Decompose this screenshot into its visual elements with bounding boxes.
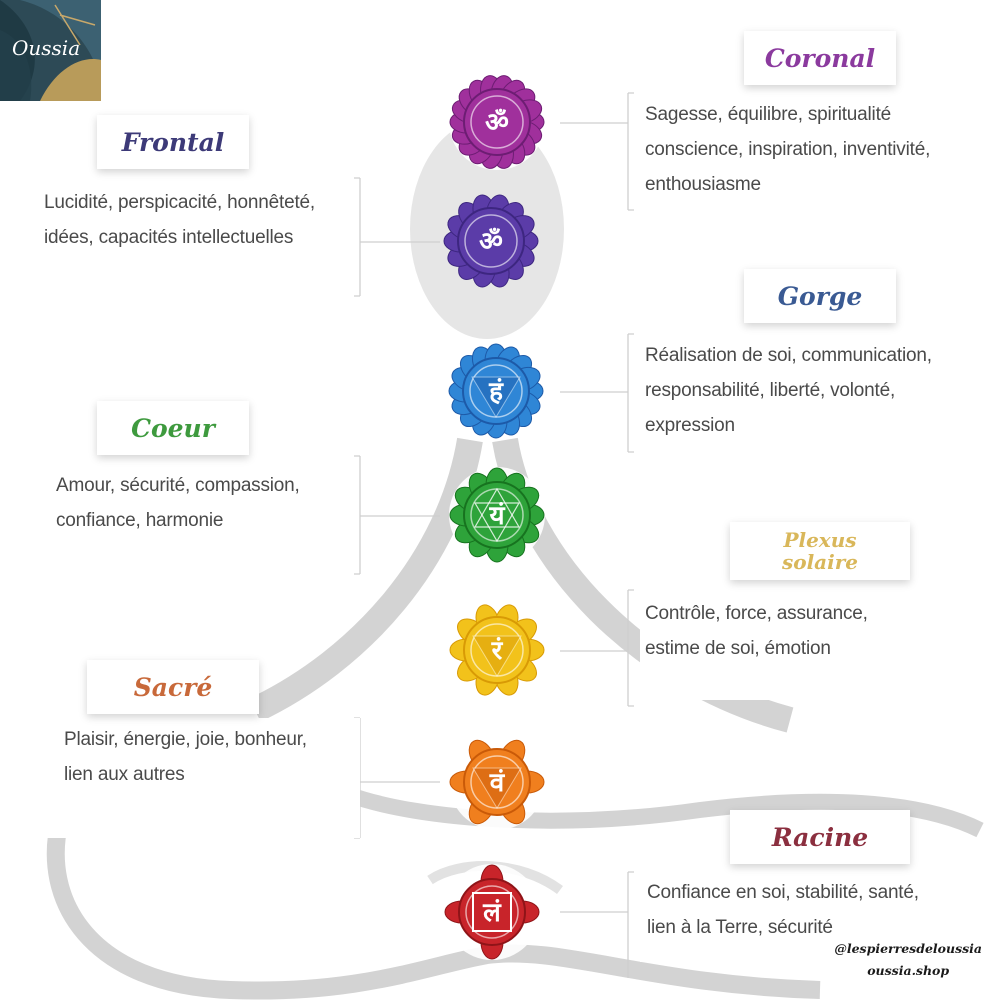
chakra-symbol: ॐ <box>485 108 509 138</box>
desc-line: Amour, sécurité, compassion, <box>56 475 300 496</box>
chakra-gorge-icon: हं <box>448 343 544 439</box>
title-plexus: Plexus solaire <box>730 522 910 580</box>
desc-frontal: Lucidité, perspicacité, honnêteté, idées… <box>44 185 315 255</box>
title-text: Racine <box>771 822 869 852</box>
title-text: Sacré <box>133 672 213 702</box>
title-sacre: Sacré <box>87 660 259 714</box>
desc-panel-plexus <box>640 590 990 700</box>
connectors <box>354 92 634 978</box>
chakra-symbol: लं <box>482 898 502 928</box>
desc-racine: Confiance en soi, stabilité, santé, lien… <box>647 875 919 945</box>
instagram-handle: @lespierresdeloussia <box>834 941 982 956</box>
chakra-symbol: रं <box>491 636 504 666</box>
chakra-frontal-icon: ॐ <box>443 194 539 288</box>
logo-art <box>0 0 101 101</box>
lap-curve <box>347 787 984 838</box>
title-text: Plexus solaire <box>781 528 858 574</box>
desc-line: confiance, harmonie <box>56 510 224 531</box>
desc-line: expression <box>645 415 735 436</box>
desc-coeur: Amour, sécurité, compassion, confiance, … <box>56 468 300 538</box>
brand-logo: Oussia <box>0 0 101 101</box>
website-url: oussia.shop <box>867 963 950 978</box>
title-gorge: Gorge <box>744 269 896 323</box>
desc-line: lien à la Terre, sécurité <box>647 917 833 938</box>
chakra-racine-icon: लं <box>444 864 540 960</box>
desc-line: conscience, inspiration, inventivité, <box>645 139 931 160</box>
desc-line: estime de soi, émotion <box>645 638 831 659</box>
chakra-symbol: वं <box>489 768 506 798</box>
brand-name: Oussia <box>12 36 81 60</box>
desc-plexus: Contrôle, force, assurance, estime de so… <box>645 596 868 666</box>
desc-line: Plaisir, énergie, joie, bonheur, <box>64 729 307 750</box>
desc-line: lien aux autres <box>64 764 185 785</box>
title-coeur: Coeur <box>97 401 249 455</box>
desc-sacre: Plaisir, énergie, joie, bonheur, lien au… <box>64 722 307 792</box>
desc-line: Confiance en soi, stabilité, santé, <box>647 882 919 903</box>
desc-panel-sacre <box>0 718 360 838</box>
chakra-symbol: ॐ <box>479 227 503 257</box>
desc-gorge: Réalisation de soi, communication, respo… <box>645 338 932 443</box>
title-frontal: Frontal <box>97 115 249 169</box>
desc-line: Sagesse, équilibre, spiritualité <box>645 104 892 125</box>
chakra-coronal-icon: ॐ <box>449 74 545 170</box>
desc-line: Réalisation de soi, communication, <box>645 345 932 366</box>
title-text: Gorge <box>777 281 863 311</box>
chakra-symbol: हं <box>488 377 504 407</box>
desc-line: Lucidité, perspicacité, honnêteté, <box>44 192 315 213</box>
title-racine: Racine <box>730 810 910 864</box>
desc-panel-racine <box>640 862 980 962</box>
desc-line: enthousiasme <box>645 174 761 195</box>
chakra-coeur-icon: यं <box>449 467 545 563</box>
credits: @lespierresdeloussia oussia.shop <box>834 938 982 982</box>
leg-curve <box>46 817 821 1000</box>
title-text: Coeur <box>131 413 215 443</box>
title-coronal: Coronal <box>744 31 896 85</box>
desc-line: idées, capacités intellectuelles <box>44 227 294 248</box>
desc-line: responsabilité, liberté, volonté, <box>645 380 896 401</box>
chakra-plexus-icon: रं <box>449 602 545 698</box>
title-text: Frontal <box>121 127 225 157</box>
chakra-symbol: यं <box>488 501 505 531</box>
desc-coronal: Sagesse, équilibre, spiritualité conscie… <box>645 97 930 202</box>
desc-line: Contrôle, force, assurance, <box>645 603 868 624</box>
title-text: Coronal <box>764 43 876 73</box>
chakra-sacre-icon: वं <box>449 734 545 830</box>
chakra-layer: ॐ ॐ हं यं रं वं लं <box>443 74 545 960</box>
